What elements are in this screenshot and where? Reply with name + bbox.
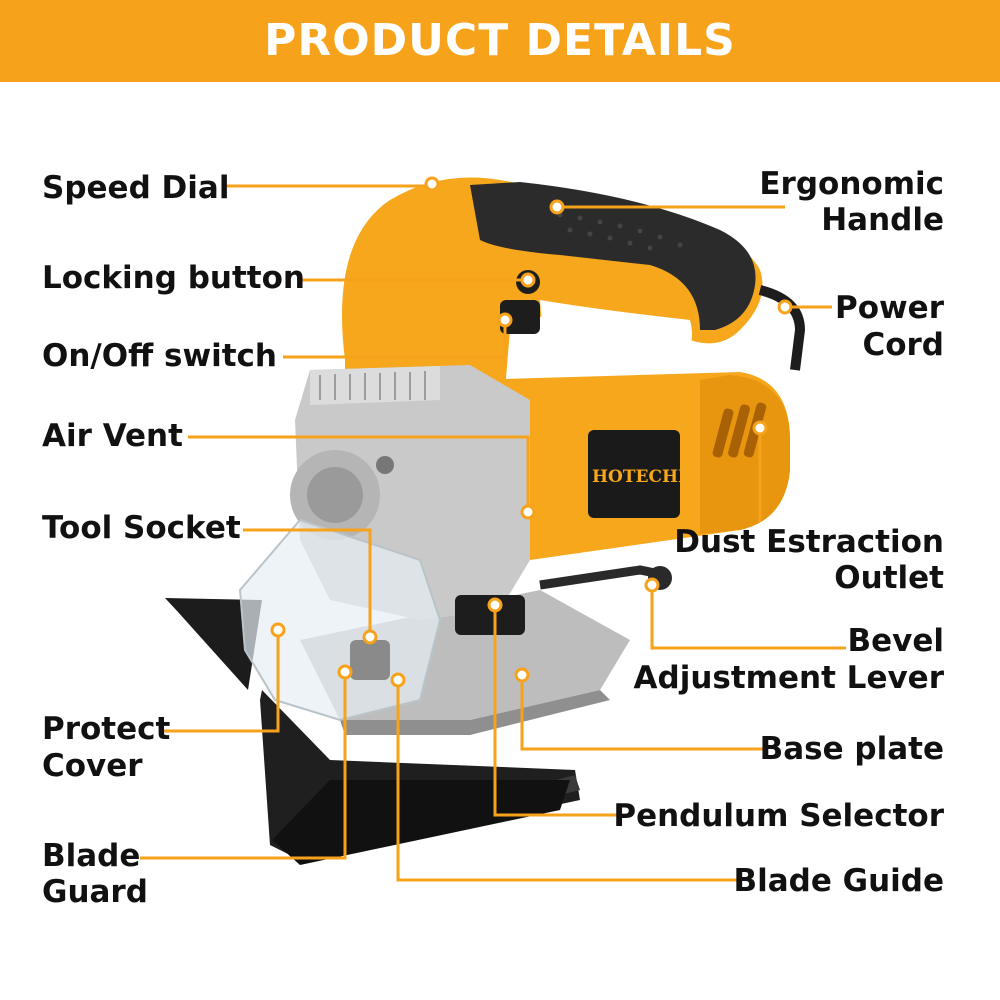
label-dust-outlet-line2: Outlet <box>834 560 944 596</box>
label-air-vent: Air Vent <box>42 418 183 454</box>
label-speed-dial: Speed Dial <box>42 170 230 206</box>
label-bevel-lever-line1: Bevel <box>847 623 944 659</box>
leader-dots <box>270 176 793 688</box>
header-banner <box>0 0 1000 82</box>
label-locking-button: Locking button <box>42 260 305 296</box>
leader-lines <box>140 184 846 882</box>
handle-arch <box>342 177 763 400</box>
label-pendulum-selector: Pendulum Selector <box>613 798 944 834</box>
label-protect-cover-line1: Protect <box>42 711 171 747</box>
page-title: PRODUCT DETAILS <box>264 15 736 66</box>
label-power-cord-line2: Cord <box>862 327 944 363</box>
label-base-plate: Base plate <box>759 731 944 767</box>
label-bevel-lever-line2: Adjustment Lever <box>633 660 944 696</box>
label-protect-cover-line2: Cover <box>42 748 143 784</box>
label-blade-guard-line2: Guard <box>42 874 148 910</box>
brand-logo: HOTECHE <box>592 467 691 487</box>
label-blade-guard-line1: Blade <box>42 838 141 874</box>
label-on-off-switch: On/Off switch <box>42 338 277 374</box>
label-ergonomic-handle-line2: Handle <box>821 202 944 238</box>
label-power-cord-line1: Power <box>835 290 944 326</box>
label-dust-outlet-line1: Dust Estraction <box>674 524 944 560</box>
label-ergonomic-handle-line1: Ergonomic <box>759 166 944 202</box>
label-blade-guide: Blade Guide <box>733 863 944 899</box>
label-tool-socket: Tool Socket <box>42 510 241 546</box>
blade-clamp <box>350 640 390 680</box>
